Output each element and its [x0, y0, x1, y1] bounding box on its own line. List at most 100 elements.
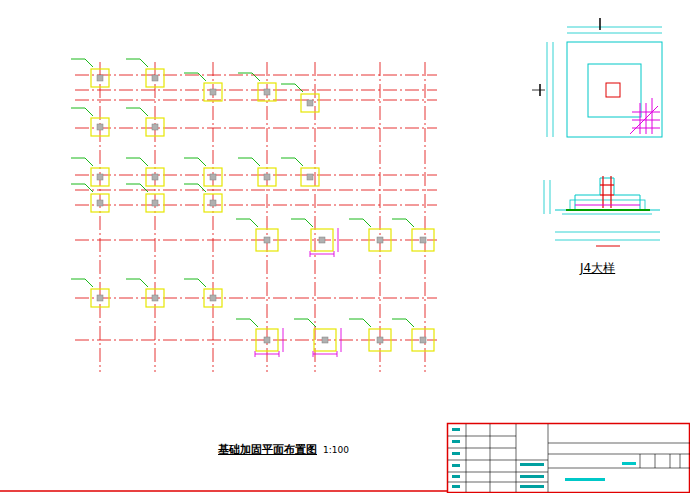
column [152, 295, 158, 301]
axis-line [75, 75, 437, 76]
leader-line [236, 319, 258, 327]
leader-line [184, 73, 206, 81]
axis-line [75, 90, 437, 91]
axis-line [75, 175, 437, 176]
column [152, 75, 158, 81]
column [420, 337, 426, 343]
footing-outline [91, 289, 109, 307]
leader-line [238, 158, 260, 166]
footing-outline [91, 194, 109, 212]
footing-outline [369, 329, 391, 351]
leader-line [126, 184, 148, 192]
column [377, 237, 383, 243]
footing-outline [301, 168, 319, 186]
column [264, 337, 270, 343]
footing-outline [204, 289, 222, 307]
leader-line [349, 319, 371, 327]
column [420, 237, 426, 243]
axis-line [75, 100, 437, 101]
leader-line [71, 184, 93, 192]
axis-line [75, 128, 437, 129]
footing-outline [91, 69, 109, 87]
leader-line [126, 108, 148, 116]
footing-outline [91, 118, 109, 136]
footing-outline [204, 83, 222, 101]
axis-line [75, 190, 437, 191]
axis-line [267, 62, 268, 372]
footing-outline [314, 329, 336, 351]
column [152, 174, 158, 180]
detail-title: J4大样 [580, 262, 615, 275]
axis-line [213, 62, 214, 372]
footing-outline [146, 118, 164, 136]
leader-line [349, 219, 371, 227]
leader-line [184, 158, 206, 166]
column [152, 200, 158, 206]
leader-line [392, 219, 414, 227]
column [97, 200, 103, 206]
column [322, 337, 328, 343]
footing-outline [204, 168, 222, 186]
leader-line [71, 59, 93, 67]
axis-line [100, 62, 101, 372]
drawing-title: 基础加固平面布置图 [218, 444, 317, 456]
footing-outline [369, 229, 391, 251]
sheet-border [0, 490, 447, 492]
column [97, 124, 103, 130]
leader-line [184, 279, 206, 287]
footing-outline [311, 229, 333, 251]
dimension-line [313, 328, 341, 357]
column [97, 295, 103, 301]
axis-line [380, 62, 381, 372]
column [264, 174, 270, 180]
axis-line [75, 298, 437, 299]
leader-line [238, 73, 260, 81]
leader-line [236, 219, 258, 227]
leader-line [392, 319, 414, 327]
footing-set [71, 59, 434, 357]
column [264, 237, 270, 243]
footing-outline [258, 83, 276, 101]
footing-outline [256, 229, 278, 251]
footing-outline [204, 194, 222, 212]
column [210, 89, 216, 95]
footing-outline [412, 229, 434, 251]
dimension-line [255, 328, 283, 357]
leader-line [281, 158, 303, 166]
column [210, 200, 216, 206]
column [377, 337, 383, 343]
leader-line [291, 219, 313, 227]
footing-outline [91, 168, 109, 186]
footing-outline [258, 168, 276, 186]
leader-line [184, 184, 206, 192]
scale-note: 1:100 [323, 446, 349, 456]
axis-line [425, 62, 426, 372]
column [97, 174, 103, 180]
footing-outline [146, 289, 164, 307]
leader-line [71, 108, 93, 116]
axis-line [75, 205, 437, 206]
leader-line [71, 279, 93, 287]
footing-outline [412, 329, 434, 351]
leader-line [294, 319, 316, 327]
column [307, 174, 313, 180]
footing-outline [301, 94, 319, 112]
leader-line [126, 279, 148, 287]
title-block [448, 424, 690, 493]
footing-outline [146, 69, 164, 87]
leader-line [71, 158, 93, 166]
footing-outline [146, 194, 164, 212]
column [210, 174, 216, 180]
axis-grid [75, 62, 437, 372]
leader-line [281, 84, 303, 92]
column [319, 237, 325, 243]
dimension-line [310, 228, 338, 257]
leader-line [126, 158, 148, 166]
column [264, 89, 270, 95]
leader-line [126, 59, 148, 67]
column [97, 75, 103, 81]
footing-outline [256, 329, 278, 351]
column [210, 295, 216, 301]
axis-line [155, 62, 156, 372]
